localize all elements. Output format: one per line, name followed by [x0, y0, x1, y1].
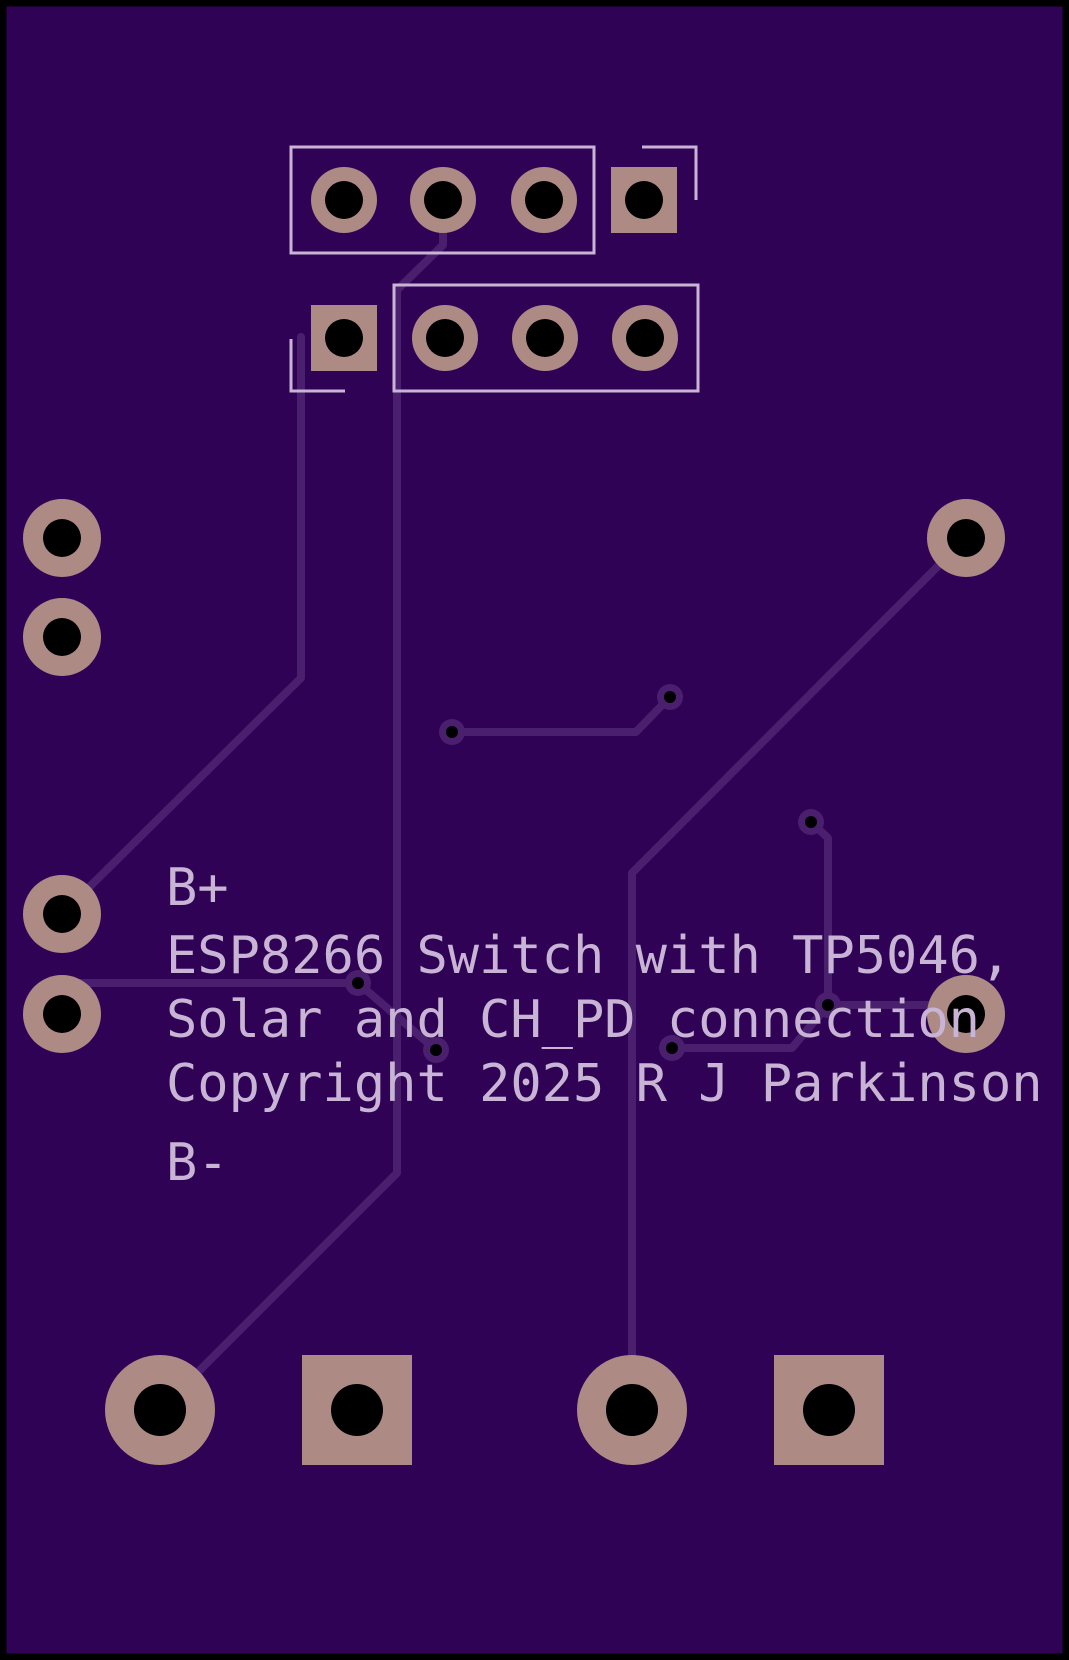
silkscreen-text: B+ ESP8266 Switch with TP5046, Solar and…	[166, 858, 1043, 1193]
via	[439, 719, 465, 745]
label-title-line2: Solar and CH_PD connection	[166, 990, 980, 1050]
trace-right-to-bottom	[628, 534, 970, 1414]
pad-round	[311, 167, 377, 233]
pad-square-large	[302, 1355, 412, 1465]
pad-round	[927, 499, 1005, 577]
right-pads	[927, 499, 1005, 1053]
pad-square	[611, 167, 677, 233]
pad-round	[412, 305, 478, 371]
trace-header-to-left-pad	[58, 333, 305, 918]
pad-round	[511, 167, 577, 233]
label-b-plus: B+	[166, 858, 229, 918]
via	[815, 992, 841, 1018]
label-b-minus: B-	[166, 1133, 229, 1193]
label-copyright: Copyright 2025 R J Parkinson	[166, 1054, 1043, 1114]
left-pads	[23, 499, 101, 1053]
pad-round	[23, 598, 101, 676]
pad-round	[612, 305, 678, 371]
pad-round	[512, 305, 578, 371]
via	[659, 1035, 685, 1061]
via	[798, 809, 824, 835]
pad-square	[311, 305, 377, 371]
pad-round	[410, 167, 476, 233]
pad-round	[927, 975, 1005, 1053]
via	[423, 1037, 449, 1063]
via	[657, 684, 683, 710]
header-bottom-outline	[392, 283, 700, 393]
pad-round	[23, 875, 101, 953]
pad-round-large	[105, 1355, 215, 1465]
header-bottom-pin1-marker	[289, 339, 345, 393]
trace-middle-via	[448, 693, 674, 736]
header-top-outline	[289, 145, 596, 255]
pad-round-large	[577, 1355, 687, 1465]
via-layer	[345, 684, 841, 1063]
header-top	[311, 167, 677, 233]
pad-square-large	[774, 1355, 884, 1465]
silkscreen-outlines	[289, 145, 700, 393]
via	[345, 970, 371, 996]
pad-round	[23, 975, 101, 1053]
pad-round	[23, 499, 101, 577]
header-top-pin1-marker	[642, 145, 698, 200]
terminal-pads	[105, 1355, 884, 1465]
trace-left-diag	[354, 979, 440, 1054]
trace-right-lower	[668, 1001, 832, 1052]
label-title-line1: ESP8266 Switch with TP5046,	[166, 926, 1011, 986]
header-bottom	[311, 305, 678, 371]
